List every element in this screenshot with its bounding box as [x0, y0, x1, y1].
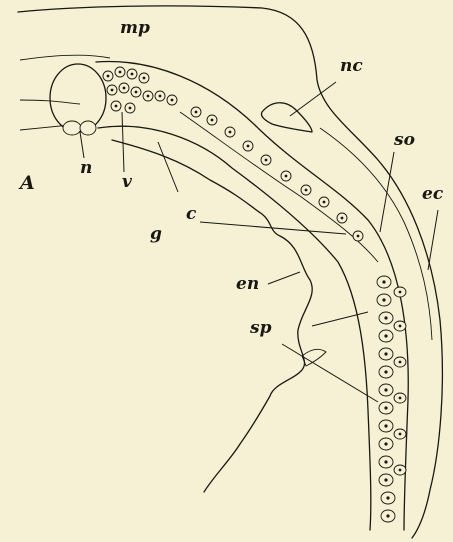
- notochord-cell: [80, 121, 96, 135]
- label-g: g: [150, 226, 162, 243]
- endoderm-outline: [112, 140, 312, 492]
- leader-n: [80, 132, 84, 158]
- neural-canal-outline: [261, 103, 312, 132]
- cell-cluster-vertebral: [103, 67, 177, 113]
- label-mp: mp: [120, 20, 150, 37]
- panel-letter: A: [20, 174, 35, 193]
- label-n: n: [80, 160, 92, 177]
- notochord: [50, 64, 106, 132]
- leader-ec: [428, 210, 438, 270]
- label-v: v: [122, 174, 132, 191]
- label-c: c: [186, 206, 196, 223]
- leader-en: [268, 272, 300, 284]
- ectoderm-inner-line: [320, 128, 432, 340]
- cell-cluster-somatic: [191, 107, 363, 241]
- label-nc: nc: [340, 58, 363, 75]
- label-ec: ec: [422, 186, 443, 203]
- label-en: en: [236, 276, 259, 293]
- coelom-line: [180, 112, 378, 262]
- cell-cluster-splanchnic: [377, 276, 406, 522]
- mesoderm-band-outer: [96, 62, 408, 530]
- label-so: so: [394, 132, 415, 149]
- notochord-cell: [63, 121, 81, 135]
- leader-c-1: [158, 142, 178, 192]
- leader-nc: [290, 82, 336, 116]
- leader-v: [122, 112, 124, 172]
- neural-plate-boundary: [20, 55, 110, 130]
- leader-c-2: [200, 222, 346, 234]
- label-sp: sp: [250, 320, 271, 337]
